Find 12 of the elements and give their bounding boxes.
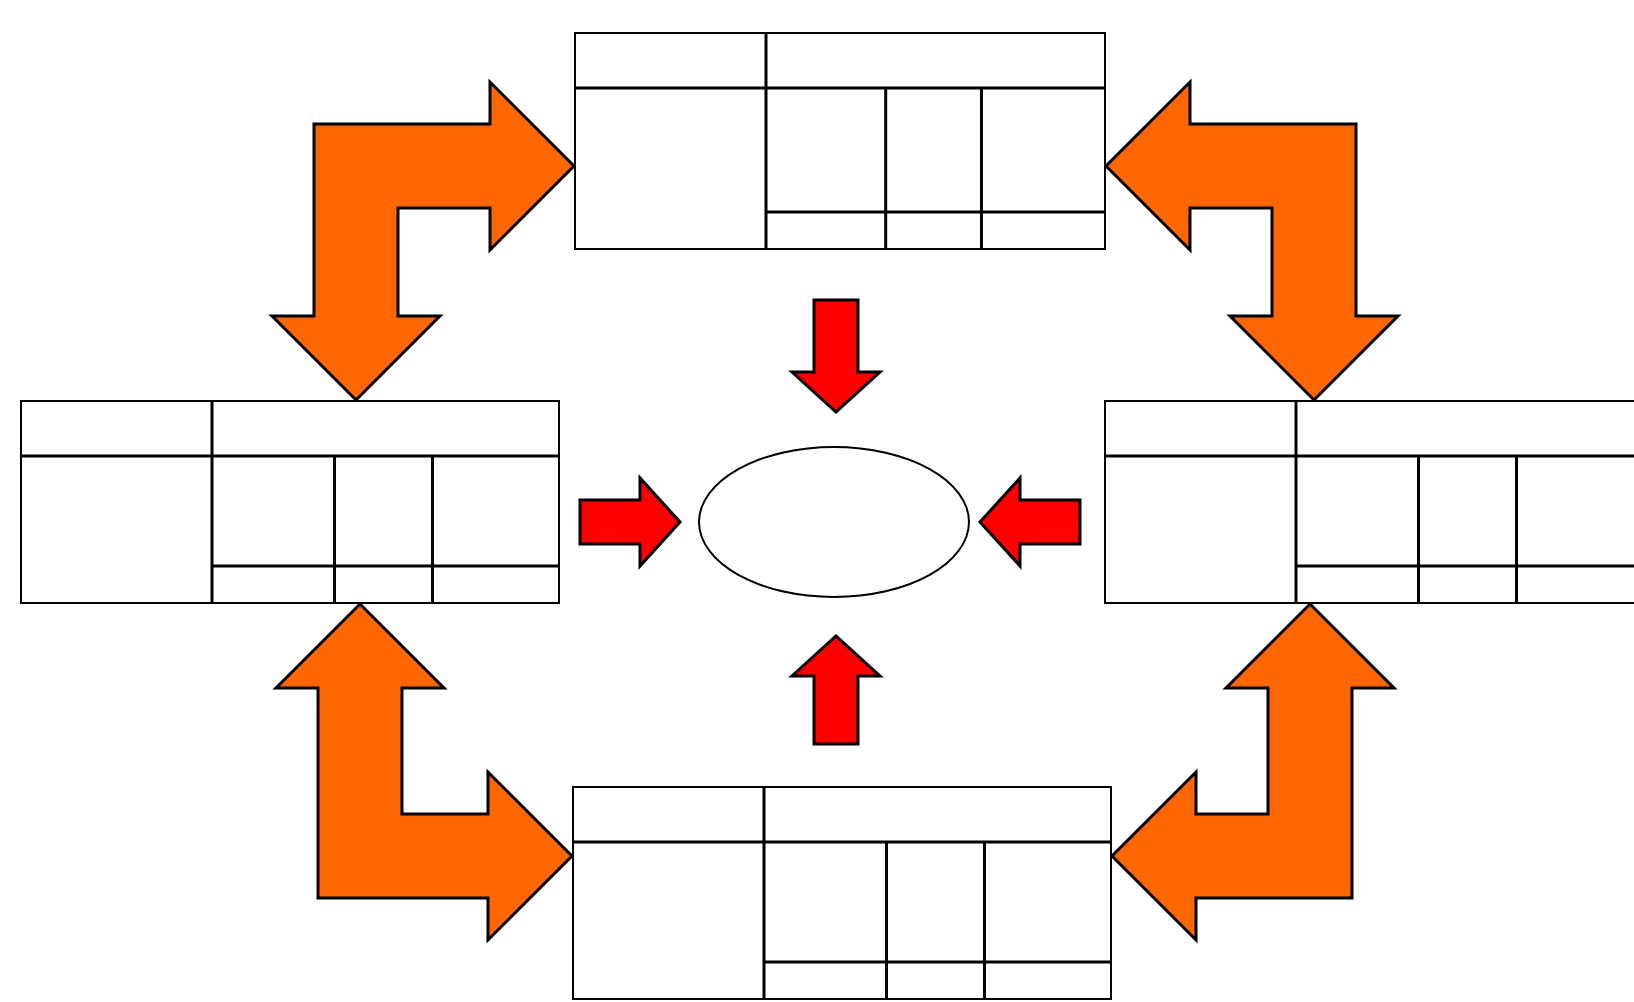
table-box — [1104, 400, 1634, 604]
block-arrow — [272, 601, 575, 944]
block-arrow — [788, 633, 884, 746]
table-box — [20, 400, 560, 604]
block-arrow — [578, 474, 683, 570]
table-box — [574, 32, 1106, 250]
block-arrow — [1103, 78, 1402, 403]
block-arrow — [1109, 601, 1398, 944]
block-arrow — [268, 78, 577, 403]
block-arrow — [788, 298, 884, 415]
table-box — [572, 786, 1112, 1000]
block-arrow — [977, 474, 1082, 570]
